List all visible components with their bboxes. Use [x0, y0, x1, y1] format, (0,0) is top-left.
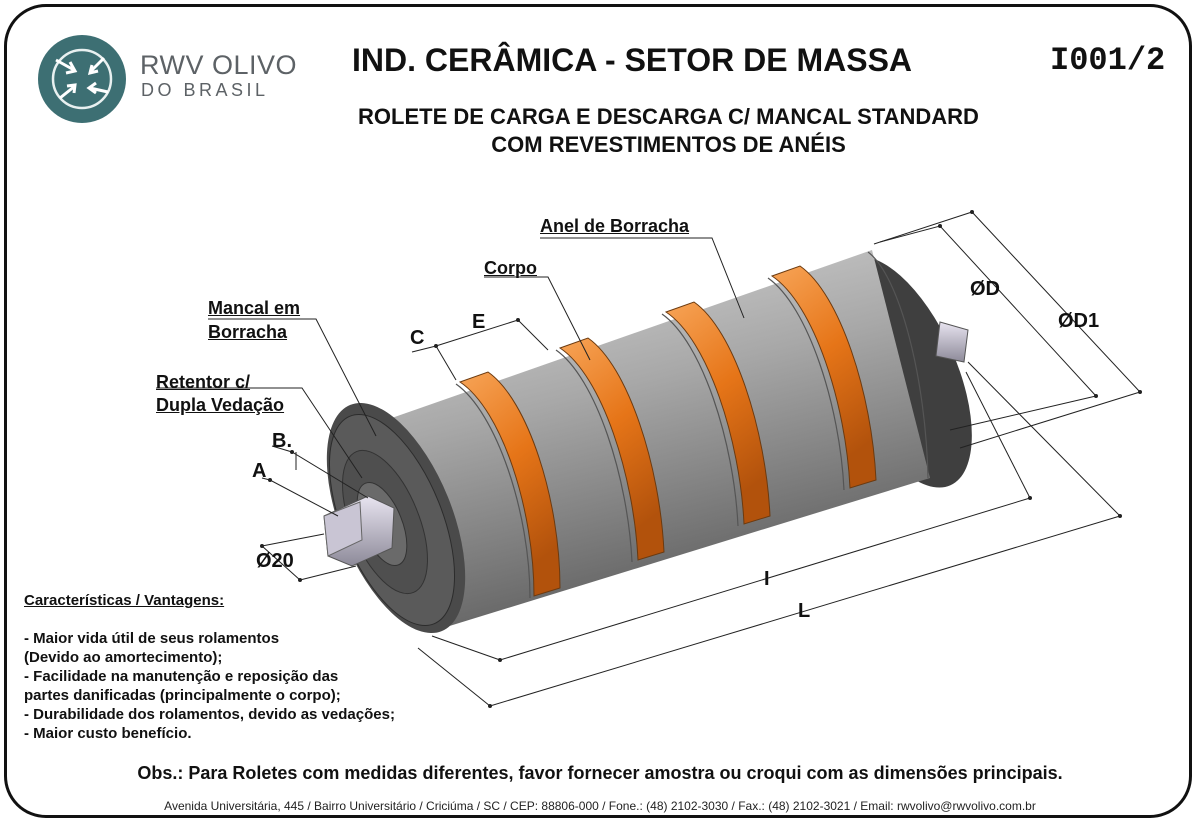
- dim-a: A: [252, 460, 267, 482]
- observation-note: Obs.: Para Roletes com medidas diferente…: [137, 763, 1063, 783]
- subtitle-line1: ROLETE DE CARGA E DESCARGA C/ MANCAL STA…: [358, 104, 979, 129]
- label-corpo: Corpo: [484, 258, 537, 278]
- feature-item: (Devido ao amortecimento);: [24, 649, 223, 666]
- logo-subname: DO BRASIL: [141, 80, 269, 100]
- label-retentor-line2: Dupla Vedação: [156, 395, 285, 415]
- page-title: IND. CERÂMICA - SETOR DE MASSA: [352, 42, 913, 78]
- label-retentor-line1: Retentor c/: [156, 372, 251, 392]
- subtitle-line2: COM REVESTIMENTOS DE ANÉIS: [491, 132, 846, 157]
- dim-l: L: [798, 600, 811, 622]
- logo-name: RWV OLIVO: [140, 50, 298, 80]
- dim-c: C: [410, 327, 425, 349]
- logo-circle-arrows-icon: [38, 35, 126, 123]
- page-frame: [4, 4, 1192, 818]
- dimension-dots: [260, 210, 1142, 708]
- dim-b: B.: [272, 430, 292, 452]
- feature-item: partes danificadas (principalmente o cor…: [24, 687, 341, 704]
- feature-item: - Facilidade na manutenção e reposição d…: [24, 668, 339, 685]
- features-heading: Características / Vantagens:: [24, 592, 225, 609]
- roller-illustration: [323, 250, 972, 634]
- footer-contact: Avenida Universitária, 445 / Bairro Univ…: [164, 799, 1036, 813]
- dim-i: I: [764, 568, 770, 590]
- label-mancal-line1: Mancal em: [208, 298, 301, 318]
- dim-d1: ØD1: [1058, 310, 1100, 332]
- feature-item: - Maior vida útil de seus rolamentos: [24, 630, 280, 647]
- feature-item: - Maior custo benefício.: [24, 725, 192, 742]
- dim-e: E: [472, 311, 486, 333]
- features-list: Características / Vantagens: - Maior vid…: [24, 591, 395, 743]
- label-anel-de-borracha: Anel de Borracha: [540, 216, 690, 236]
- dim-d20: Ø20: [256, 550, 294, 572]
- dim-d: ØD: [970, 278, 1000, 300]
- label-mancal-line2: Borracha: [208, 322, 288, 342]
- feature-item: - Durabilidade dos rolamentos, devido as…: [24, 706, 395, 723]
- document-code: I001/2: [1050, 42, 1166, 79]
